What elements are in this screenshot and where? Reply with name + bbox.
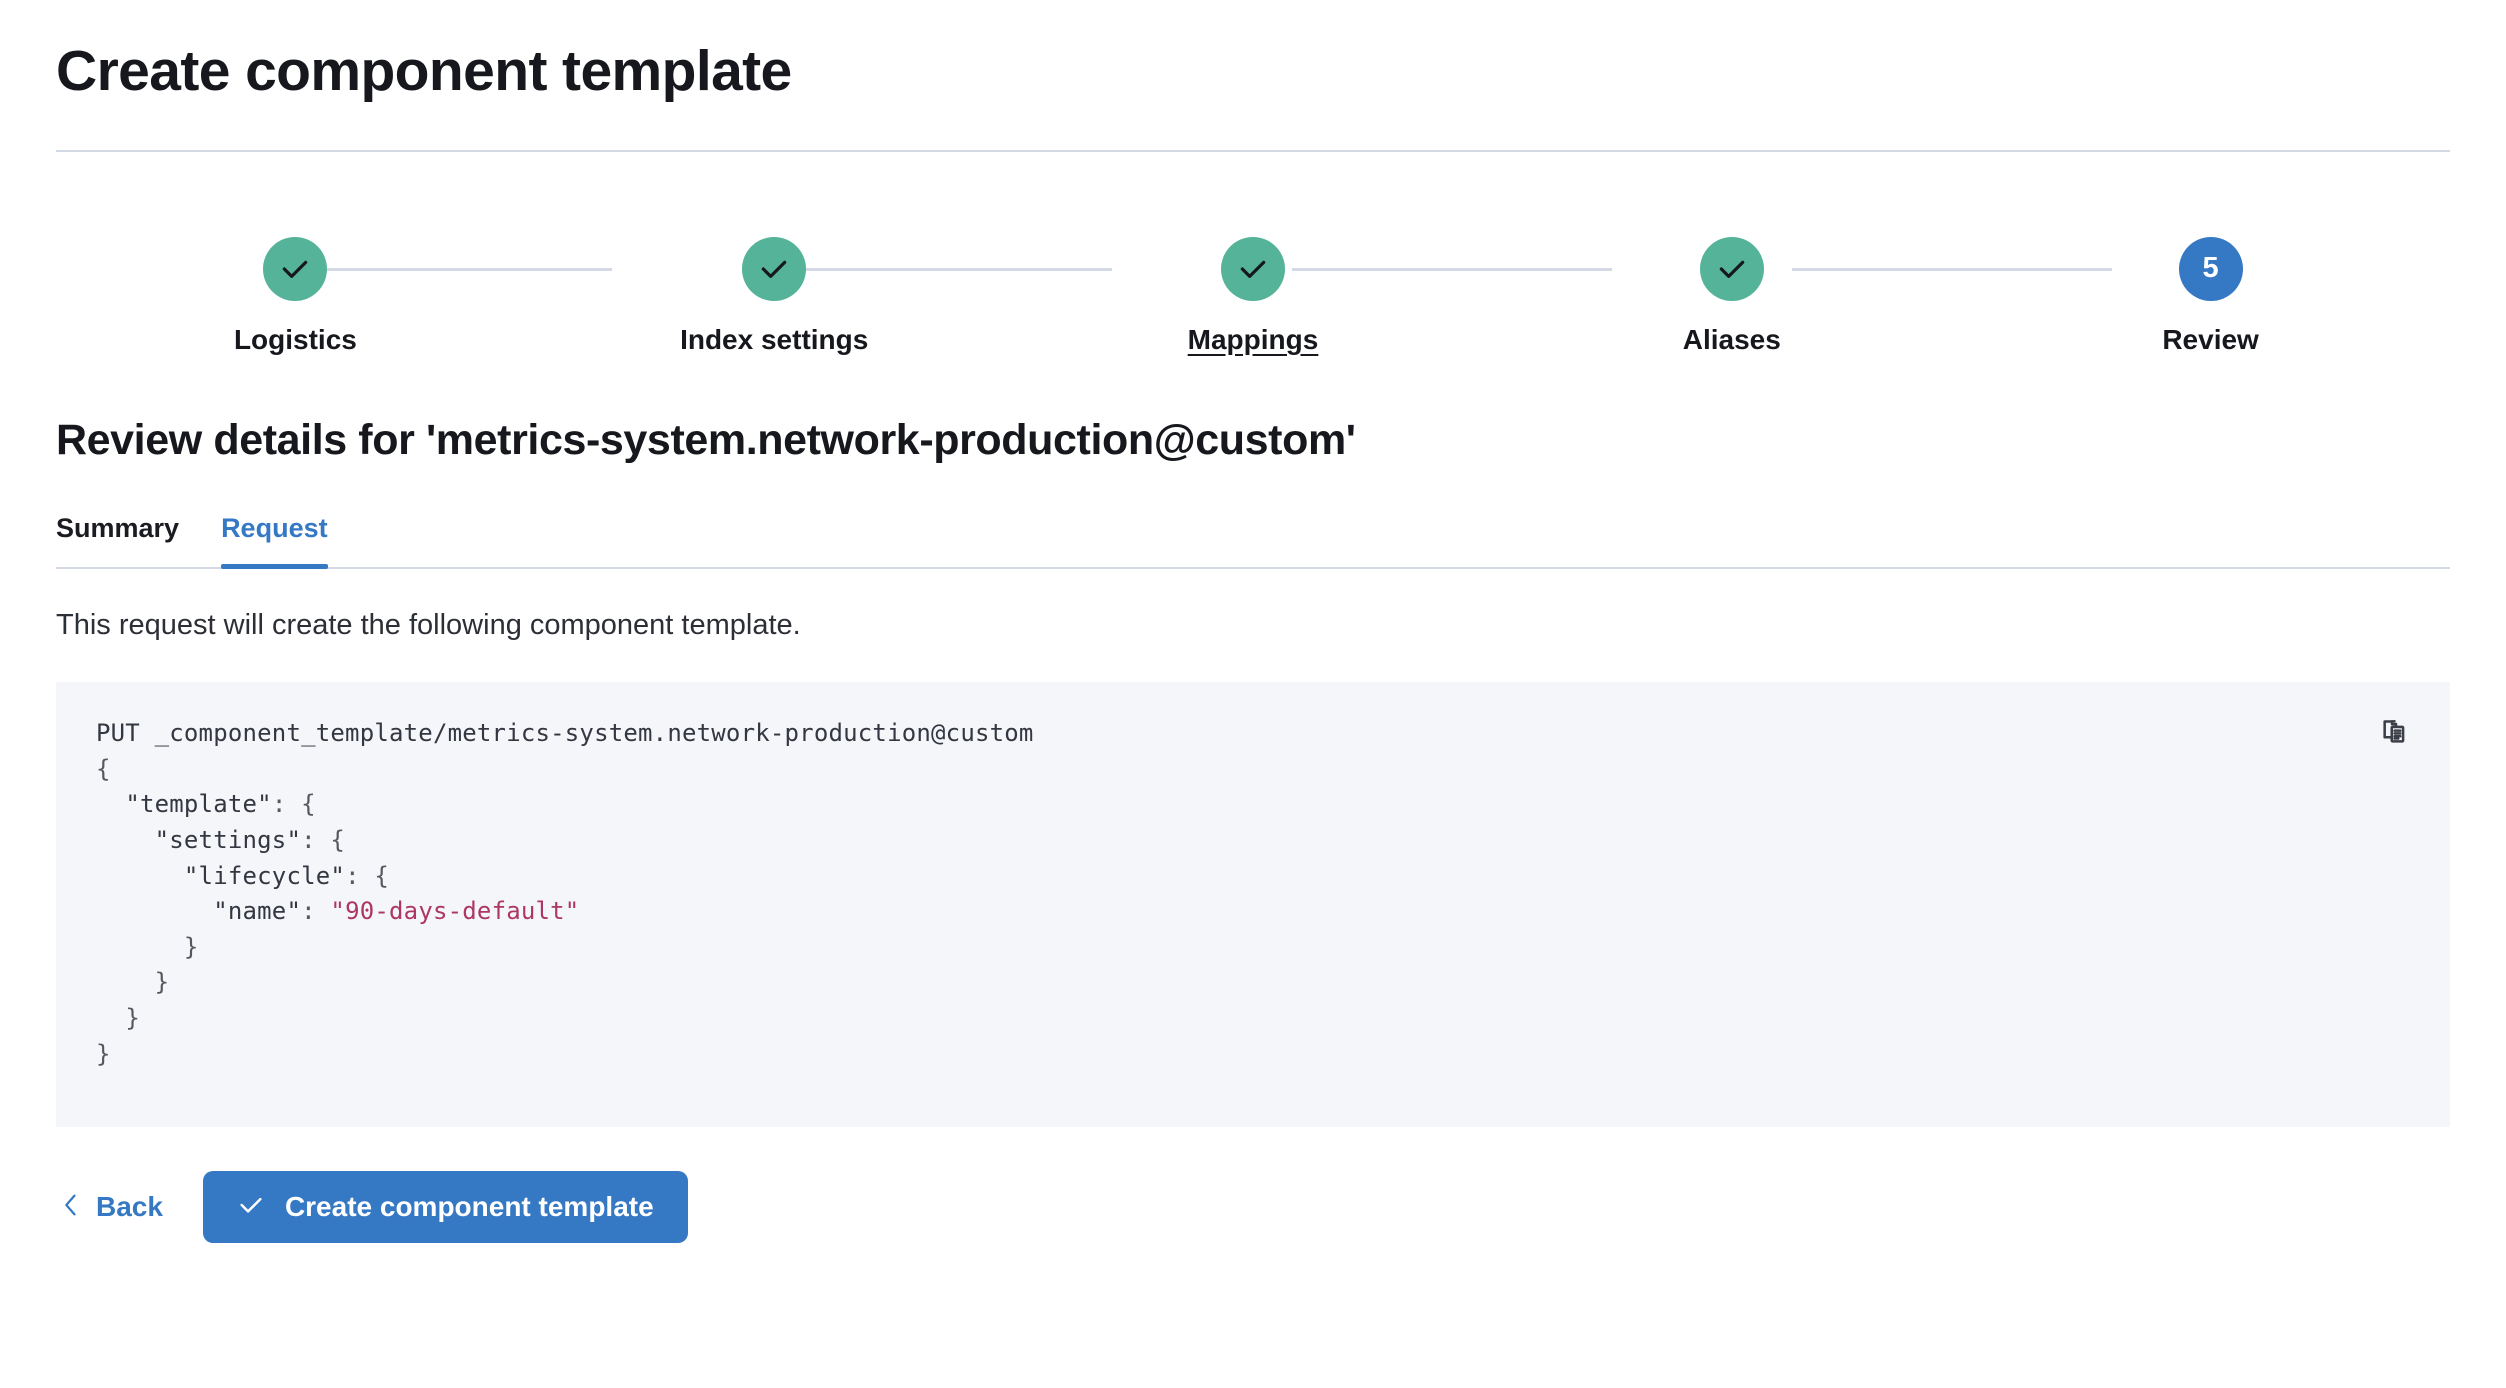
back-button[interactable]: Back [56, 1183, 167, 1232]
code-punct: : { [271, 790, 316, 819]
step-logistics-marker [263, 236, 328, 301]
review-heading: Review details for 'metrics-system.netwo… [56, 415, 1356, 464]
check-icon [758, 253, 790, 285]
step-review-marker: 5 [2178, 236, 2243, 301]
review-tabs: Summary Request [56, 512, 2450, 570]
check-icon [1237, 253, 1269, 285]
step-aliases[interactable]: Aliases [1492, 236, 1971, 357]
step-connector-1 [292, 267, 612, 271]
code-key-template: "template" [125, 790, 272, 819]
wizard-footer: Back Create component template [56, 1171, 2450, 1244]
step-connector-4 [1792, 267, 2112, 271]
step-review-number: 5 [2202, 252, 2219, 285]
step-mappings[interactable]: Mappings [1014, 236, 1493, 357]
code-close-2: } [154, 968, 170, 997]
check-icon [279, 253, 311, 285]
check-icon [237, 1191, 265, 1224]
page-title: Create component template [56, 39, 792, 103]
code-key-name: "name" [213, 897, 302, 926]
copy-icon[interactable] [2374, 712, 2418, 756]
create-button-label: Create component template [284, 1191, 654, 1223]
code-open-brace: { [96, 754, 111, 783]
code-key-settings: "settings" [154, 826, 302, 855]
tab-summary[interactable]: Summary [56, 513, 180, 544]
code-close-4: } [96, 1039, 111, 1068]
step-logistics-label: Logistics [233, 323, 357, 355]
code-punct: : [301, 897, 331, 926]
step-connector-2 [792, 267, 1112, 271]
check-icon [1716, 253, 1748, 285]
step-review-label: Review [2162, 323, 2259, 355]
back-button-label: Back [96, 1191, 163, 1223]
code-method: PUT [96, 719, 140, 748]
step-logistics[interactable]: Logistics [56, 236, 535, 357]
header-divider [56, 149, 2450, 152]
request-description: This request will create the following c… [56, 608, 801, 641]
code-endpoint: _component_template/metrics-system.netwo… [154, 719, 1034, 748]
request-code-block: PUT _component_template/metrics-system.n… [96, 716, 2410, 1072]
request-code-panel: PUT _component_template/metrics-system.n… [56, 682, 2450, 1128]
create-component-template-button[interactable]: Create component template [202, 1171, 688, 1244]
step-index-settings-marker [742, 236, 807, 301]
step-index-settings-label: Index settings [680, 323, 869, 355]
step-aliases-label: Aliases [1682, 323, 1781, 355]
step-connector-3 [1292, 267, 1612, 271]
chevron-left-icon [60, 1191, 82, 1224]
tab-request[interactable]: Request [221, 512, 328, 570]
step-mappings-label[interactable]: Mappings [1187, 323, 1319, 355]
step-indicator: Logistics Index settings Mappings [56, 236, 2450, 367]
code-close-1: } [183, 932, 199, 961]
code-value-name: "90-days-default" [330, 897, 580, 926]
step-aliases-marker [1699, 236, 1764, 301]
code-key-lifecycle: "lifecycle" [183, 861, 346, 890]
code-punct: : { [301, 826, 346, 855]
code-close-3: } [125, 1004, 140, 1033]
code-punct: : { [345, 861, 390, 890]
step-index-settings[interactable]: Index settings [535, 236, 1014, 357]
step-review[interactable]: 5 Review [1971, 236, 2450, 357]
step-mappings-marker [1220, 236, 1285, 301]
